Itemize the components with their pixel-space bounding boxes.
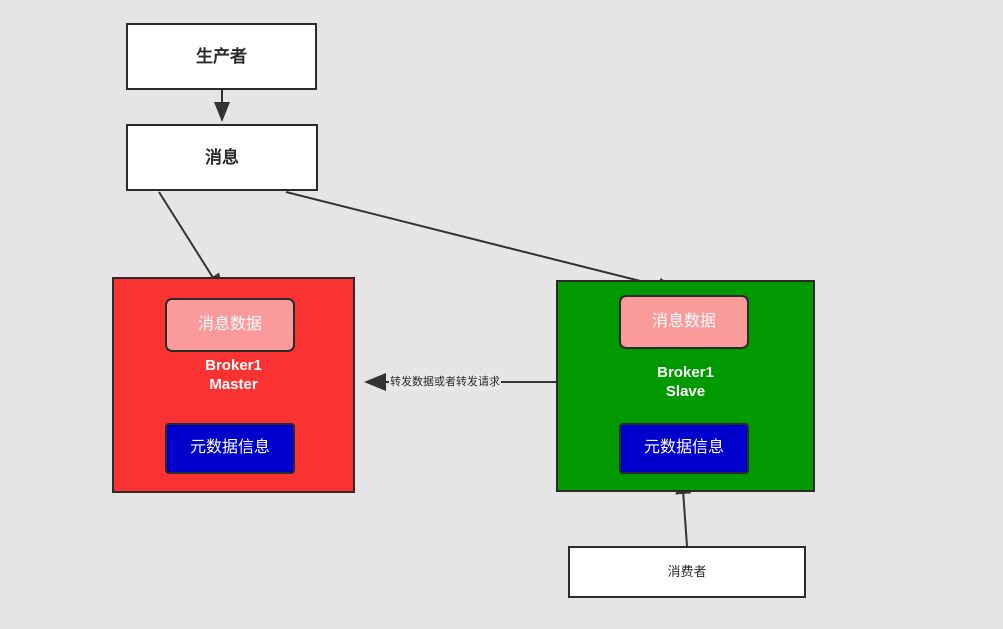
broker1-slave-message-data[interactable]: 消息数据	[619, 295, 749, 349]
node-producer[interactable]: 生产者	[126, 23, 317, 90]
node-producer-label: 生产者	[196, 46, 247, 66]
broker1-master-title: Broker1 Master	[205, 357, 262, 393]
edge-label-forward-data: 转发数据或者转发请求	[389, 375, 501, 390]
node-consumer[interactable]: 消费者	[568, 546, 806, 598]
broker1-slave-title: Broker1 Slave	[657, 364, 714, 400]
edge-message-to-slave	[285, 191, 678, 294]
broker1-slave-meta-data[interactable]: 元数据信息	[619, 423, 749, 474]
broker1-slave-message-data-label: 消息数据	[651, 312, 716, 330]
node-message-label: 消息	[205, 147, 239, 167]
node-consumer-label: 消费者	[667, 563, 707, 579]
broker1-master-message-data[interactable]: 消息数据	[165, 298, 295, 352]
broker1-master-message-data-label: 消息数据	[197, 315, 262, 333]
broker1-master-meta-data[interactable]: 元数据信息	[165, 423, 295, 474]
broker1-slave-meta-data-label: 元数据信息	[643, 439, 724, 457]
node-broker1-master[interactable]: Broker1 Master 消息数据 元数据信息	[112, 277, 355, 493]
broker1-master-meta-data-label: 元数据信息	[189, 439, 270, 457]
node-message[interactable]: 消息	[126, 124, 318, 191]
node-broker1-slave[interactable]: Broker1 Slave 消息数据 元数据信息	[556, 280, 815, 492]
